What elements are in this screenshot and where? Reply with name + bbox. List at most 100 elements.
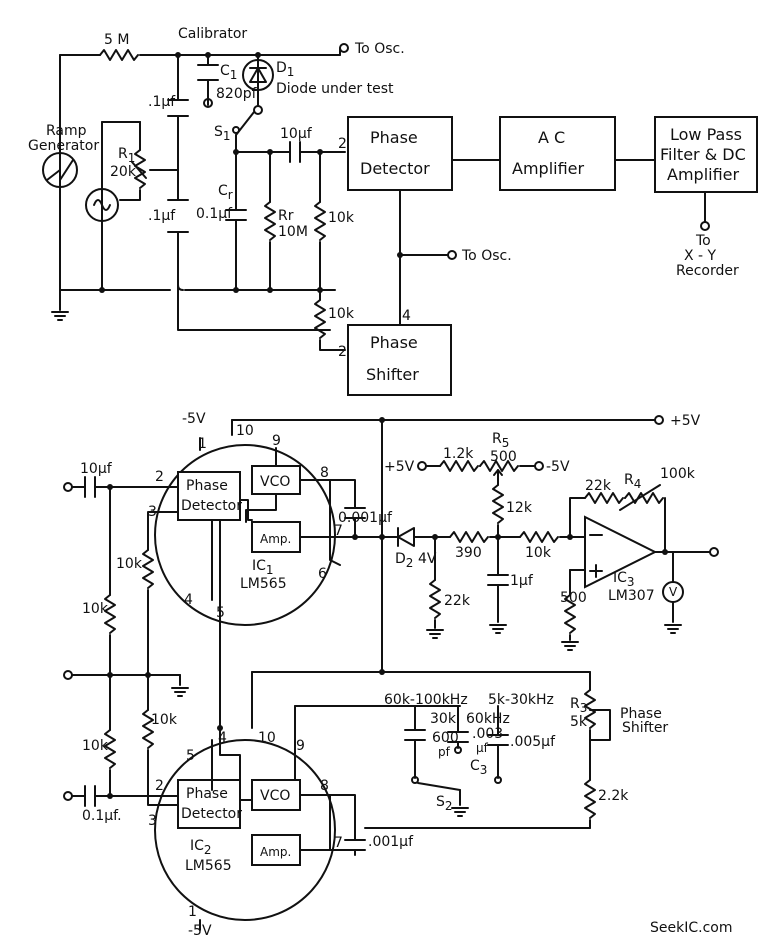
cap-label: .1µf <box>148 94 176 110</box>
lowpass-label: Amplifier <box>667 165 740 184</box>
cap-label: .005µf <box>510 734 556 750</box>
phase-shifter-label: Phase <box>370 333 418 352</box>
r10k-label: 10k <box>116 556 143 572</box>
ic2-phase-detector <box>177 779 241 829</box>
range-label: 30k <box>430 711 457 727</box>
pin-label: 8 <box>320 778 329 794</box>
r10k-label: 10k <box>328 306 355 322</box>
ic2-part: LM565 <box>185 858 232 874</box>
range-label: 60k-100kHz <box>384 692 468 708</box>
pin-label: 5 <box>186 748 195 764</box>
xy-recorder-label: X - Y <box>684 248 717 264</box>
res-5m-label: 5 M <box>104 32 129 48</box>
c1-value: 820pf <box>216 86 258 102</box>
cr-label: Cr <box>218 183 233 202</box>
phase-detector-label: Phase <box>370 128 418 147</box>
lowpass-label: Filter & DC <box>660 145 746 164</box>
cap-label: .001µf <box>368 834 414 850</box>
cap-label: 1µf <box>510 573 534 589</box>
pin-label: 10 <box>236 423 254 439</box>
pin-label: 2 <box>338 344 347 360</box>
ic1-amp-label: Amp. <box>260 532 291 546</box>
r4-label: R4 <box>624 472 641 491</box>
cap-unit: pf <box>438 745 451 759</box>
supply-label: +5V <box>384 459 415 475</box>
calibrator-label: Calibrator <box>178 26 247 42</box>
cap-label: .1µf <box>148 208 176 224</box>
diode-under-test-label: Diode under test <box>276 81 394 97</box>
r10k-label: 10k <box>82 601 109 617</box>
pin-label: 6 <box>318 566 327 582</box>
ic2-pd-label: Phase <box>186 786 228 802</box>
r22k-label: 22k <box>585 478 612 494</box>
ic2-vco <box>251 779 301 811</box>
phase-detector-block <box>347 116 453 191</box>
pin-label: 3 <box>148 813 157 829</box>
c3-label: C3 <box>470 758 487 777</box>
cap-label: 10µf <box>80 461 113 477</box>
ic1-part: LM565 <box>240 576 287 592</box>
ic1-pd-label: Phase <box>186 478 228 494</box>
range-label: 5k-30kHz <box>488 692 554 708</box>
cap-label: .003 <box>472 726 503 742</box>
ic3-part: LM307 <box>608 588 655 604</box>
r1-value: 20k <box>110 164 137 180</box>
cap-label: 600 <box>432 730 459 746</box>
ac-amplifier-label: Amplifier <box>512 159 585 178</box>
ic1-name: IC1 <box>252 558 274 577</box>
supply-label: -5V <box>546 459 570 475</box>
phase-shifter-label: Phase <box>620 706 662 722</box>
pin-label: 4 <box>184 592 193 608</box>
ic2-name: IC2 <box>190 838 212 857</box>
pin-label: 2 <box>155 469 164 485</box>
cap-label: 0.001µf <box>338 510 393 526</box>
supply-label: -5V <box>188 923 212 939</box>
watermark: SeekIC.com <box>650 920 732 936</box>
ic1-pd-label: Detector <box>181 498 242 514</box>
top-circuit: Calibrator 5 M To Osc. To Osc. Ramp Gene… <box>28 26 758 396</box>
phase-shifter-block <box>347 324 452 396</box>
r10k-label: 10k <box>328 210 355 226</box>
r4-value: 100k <box>660 466 696 482</box>
d2-label: D2 <box>395 551 413 570</box>
s2-label: S2 <box>436 794 453 813</box>
pin-label: 4 <box>218 730 227 746</box>
r5-value: 500 <box>490 449 517 465</box>
supply-label: -5V <box>182 411 206 427</box>
r10k-label: 10k <box>525 545 552 561</box>
ic1-outline <box>154 444 336 626</box>
pin-label: 2 <box>338 136 347 152</box>
r22k-label: 22k <box>444 593 471 609</box>
ic1-phase-detector <box>177 471 241 521</box>
ic2-vco-label: VCO <box>260 788 290 804</box>
r12k-label: 12k <box>506 500 533 516</box>
pin-label: 7 <box>334 835 343 851</box>
pin-label: 10 <box>258 730 276 746</box>
pin-label: 3 <box>148 504 157 520</box>
range-label: 60kHz <box>466 711 510 727</box>
ic1-amp <box>251 521 301 553</box>
ramp-generator-label: Generator <box>28 138 99 154</box>
d1-label: D1 <box>276 60 294 79</box>
xy-recorder-label: To <box>695 233 711 249</box>
ic3-name: IC3 <box>613 570 635 589</box>
lowpass-label: Low Pass <box>670 125 742 144</box>
r500-label: 500 <box>560 590 587 606</box>
pin-label: 4 <box>402 308 411 324</box>
bottom-circuit: -5V -5V +5V +5V -5V 10µf 0.1µf. 10k 10k … <box>63 411 719 939</box>
r3-value: 5k <box>570 714 588 730</box>
cr-value: 0.1µf <box>196 206 233 222</box>
cap-label: 0.1µf. <box>82 808 122 824</box>
cap-unit: µf <box>476 741 489 755</box>
to-osc-label: To Osc. <box>461 248 512 264</box>
pin-label: 1 <box>198 436 207 452</box>
c1-label: C1 <box>220 63 237 82</box>
r3-label: R3 <box>570 696 587 715</box>
pin-label: 8 <box>320 465 329 481</box>
pin-label: 7 <box>334 523 343 539</box>
to-osc-label: To Osc. <box>354 41 405 57</box>
ac-amplifier-label: A C <box>538 128 565 147</box>
phase-shifter-label: Shifter <box>366 365 419 384</box>
rr-value: 10M <box>278 224 308 240</box>
ramp-generator-label: Ramp <box>46 123 87 139</box>
